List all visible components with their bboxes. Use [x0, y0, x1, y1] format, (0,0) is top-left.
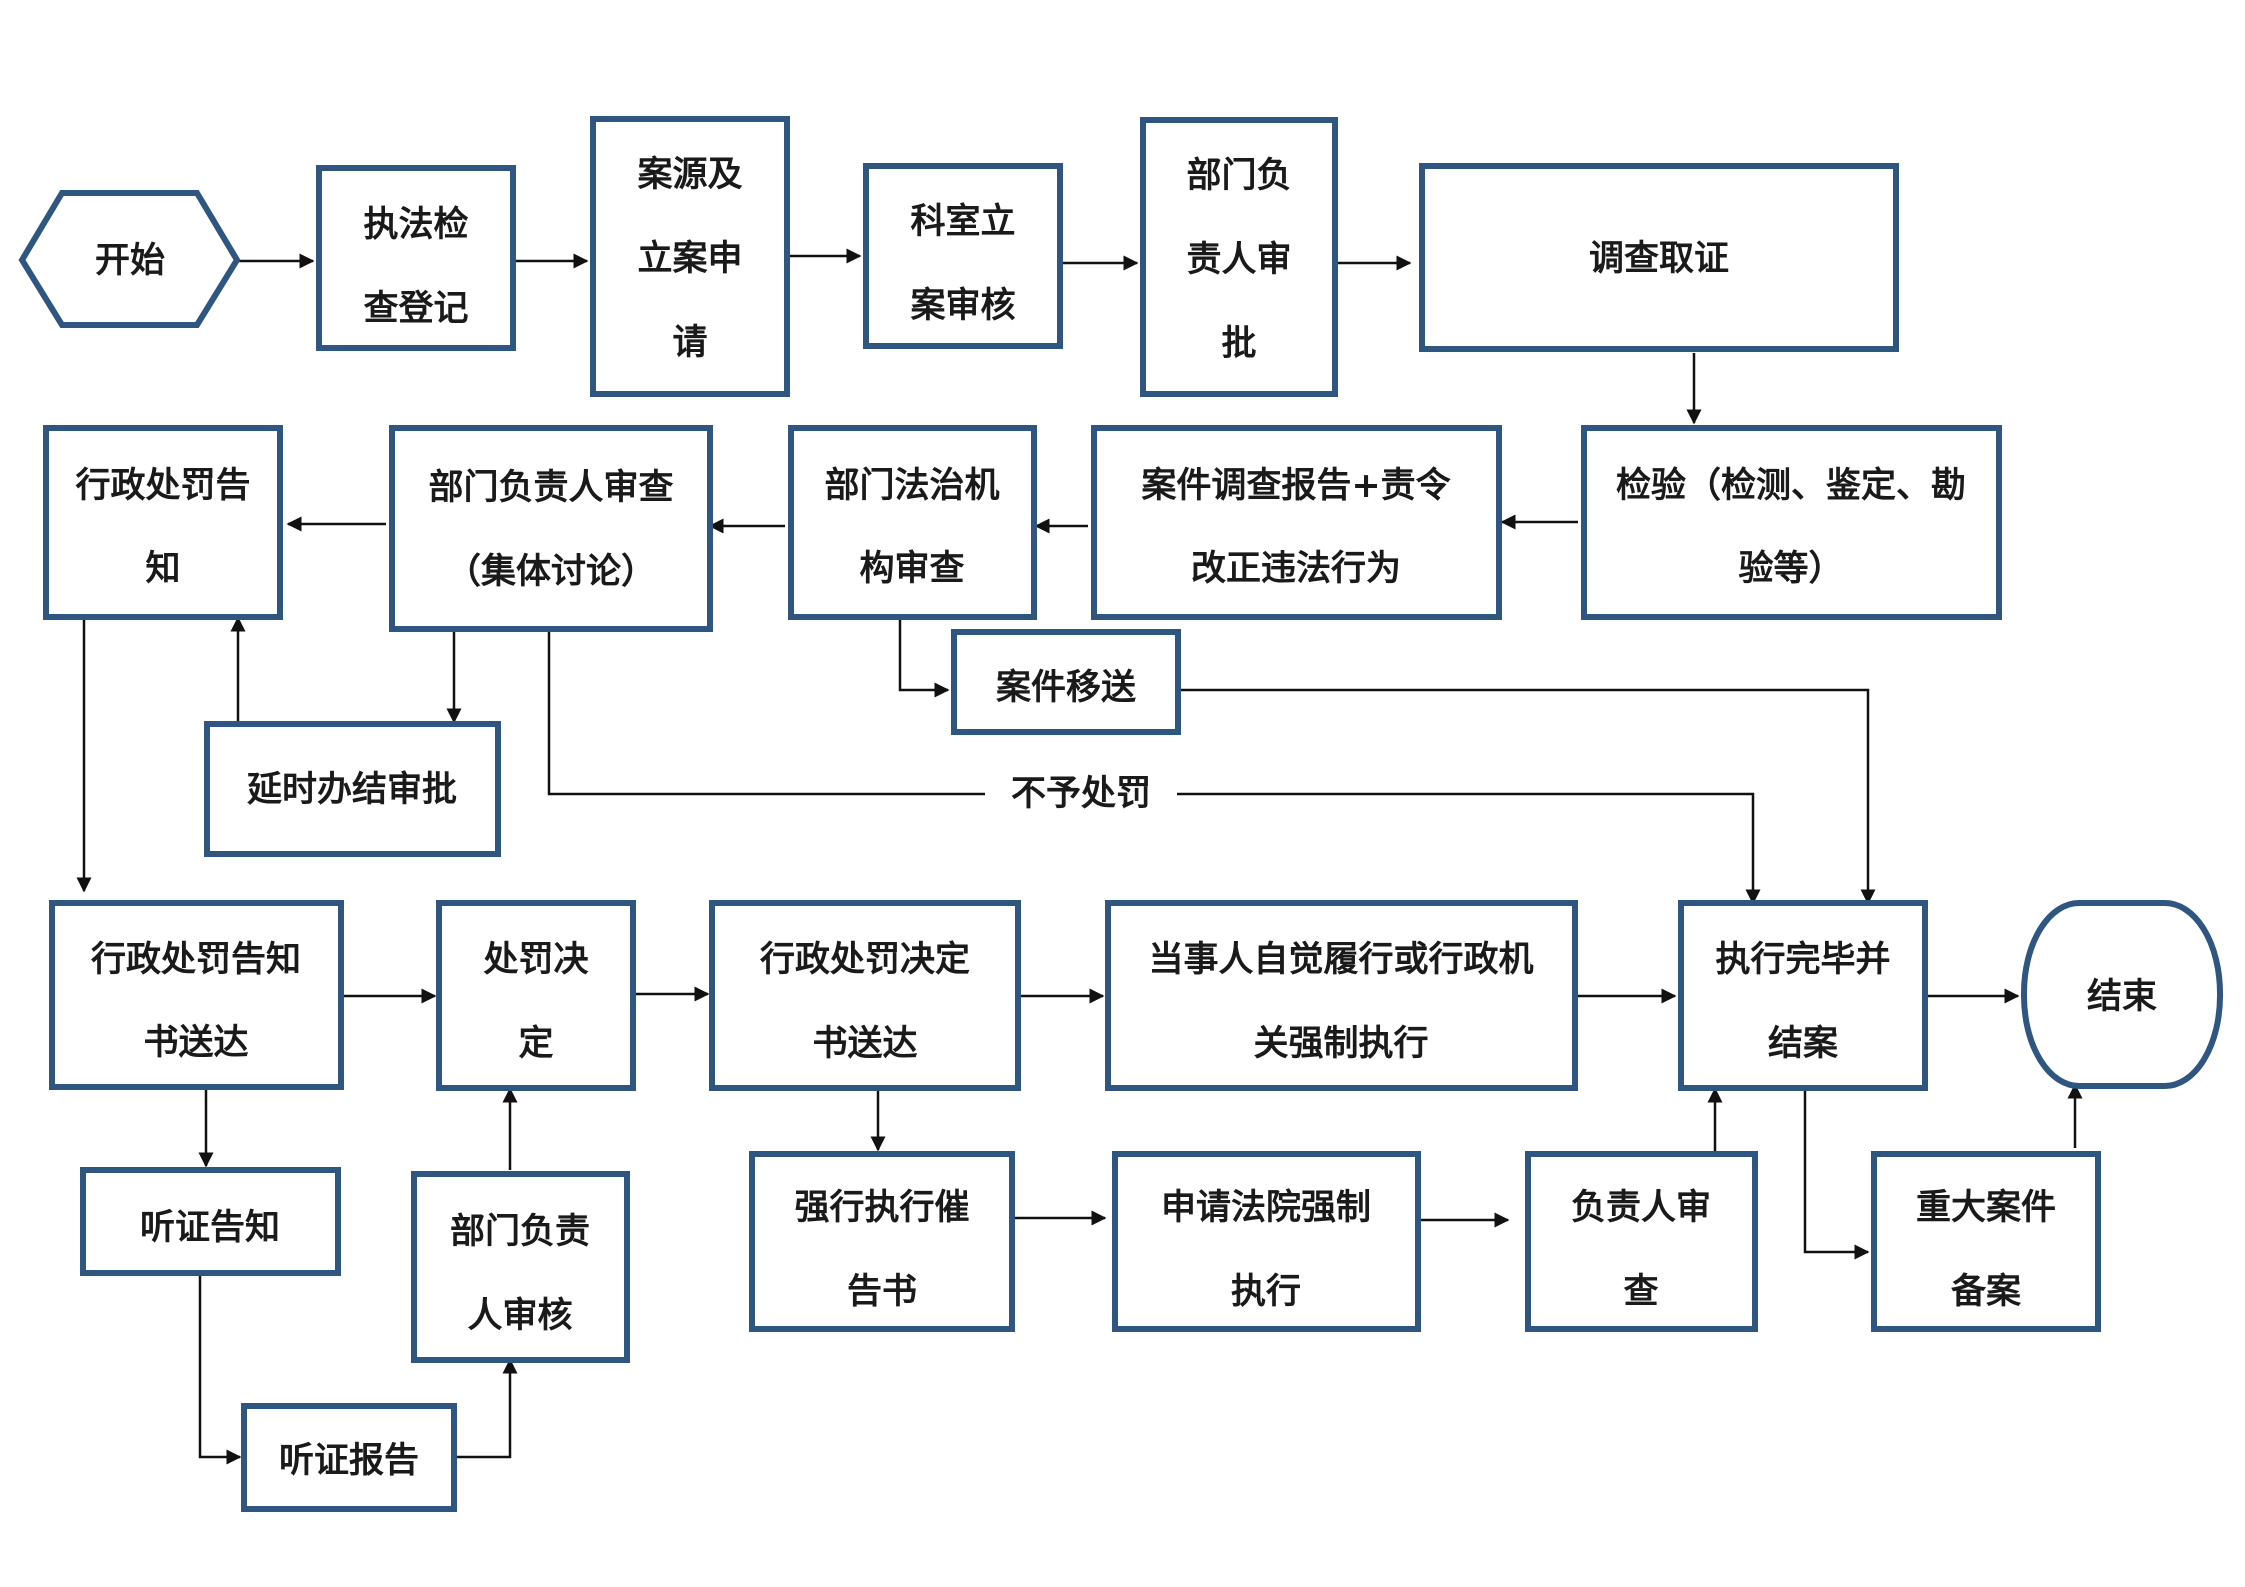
svg-text:部门负责: 部门负责 — [450, 1212, 590, 1252]
arrow-complete-to-major-record — [1803, 1089, 1870, 1260]
svg-text:查登记: 查登记 — [363, 289, 468, 329]
svg-text:案件移送: 案件移送 — [996, 668, 1136, 708]
svg-text:听证告知: 听证告知 — [140, 1208, 280, 1248]
hearing-report-node: 听证报告 — [241, 1403, 457, 1512]
svg-text:调查取证: 调查取证 — [1589, 239, 1729, 279]
resp-review-node: 负责人审 查 — [1525, 1151, 1758, 1332]
svg-text:改正违法行为: 改正违法行为 — [1191, 549, 1401, 589]
urge-node: 强行执行催 告书 — [749, 1151, 1015, 1332]
arrow-transfer-to-complete — [1178, 688, 1876, 905]
penalty-notice-node: 行政处罚告 知 — [43, 425, 283, 620]
law-check-node: 执法检 查登记 — [316, 165, 516, 351]
end-node: 结束 — [2021, 900, 2223, 1089]
dept-check-node: 部门负责 人审核 — [411, 1171, 630, 1363]
arrow-hearing-notice-to-hearing-report — [198, 1266, 242, 1465]
svg-text:执行完毕并: 执行完毕并 — [1715, 939, 1890, 980]
svg-text:执行: 执行 — [1231, 1272, 1301, 1312]
svg-text:人审核: 人审核 — [467, 1296, 572, 1336]
svg-text:请: 请 — [672, 323, 707, 363]
legal-review-node: 部门法治机 构审查 — [788, 425, 1037, 620]
court-node: 申请法院强制 执行 — [1112, 1151, 1421, 1332]
start-label: 开始 — [95, 241, 165, 281]
svg-text:批: 批 — [1221, 324, 1256, 364]
svg-text:案源及: 案源及 — [637, 155, 742, 195]
svg-text:处罚决: 处罚决 — [483, 940, 588, 980]
svg-text:申请法院强制: 申请法院强制 — [1161, 1188, 1371, 1228]
line-collective-no-penalty-left — [547, 630, 985, 796]
svg-text:行政处罚告: 行政处罚告 — [75, 466, 250, 506]
svg-text:案审核: 案审核 — [910, 286, 1015, 326]
major-record-node: 重大案件 备案 — [1871, 1151, 2101, 1332]
end-label: 结束 — [2087, 977, 2157, 1017]
svg-text:责人审: 责人审 — [1186, 240, 1291, 280]
inspect-node: 检验（检测、鉴定、勘 验等） — [1581, 425, 2002, 620]
svg-text:行政处罚决定: 行政处罚决定 — [760, 940, 970, 980]
svg-text:验等）: 验等） — [1738, 549, 1843, 589]
svg-text:重大案件: 重大案件 — [1916, 1188, 2056, 1228]
connectors — [76, 248, 2083, 1465]
collective-review-node: 部门负责人审查 （集体讨论） — [389, 425, 713, 632]
svg-text:（集体讨论）: （集体讨论） — [446, 552, 656, 592]
svg-text:告书: 告书 — [847, 1272, 917, 1312]
start-node: 开始 — [18, 190, 241, 328]
case-transfer-node: 案件移送 — [951, 629, 1181, 735]
decision-node: 处罚决 定 — [436, 900, 636, 1091]
svg-text:构审查: 构审查 — [859, 549, 964, 589]
end-shape — [2021, 900, 2223, 1089]
svg-text:案件调查报告+责令: 案件调查报告+责令 — [1141, 466, 1451, 506]
svg-text:部门负: 部门负 — [1186, 156, 1291, 196]
svg-text:强行执行催: 强行执行催 — [794, 1188, 969, 1228]
svg-text:部门法治机: 部门法治机 — [824, 466, 999, 506]
svg-text:执法检: 执法检 — [363, 205, 468, 245]
section-review-node: 科室立 案审核 — [863, 163, 1063, 349]
complete-node: 执行完毕并 结案 — [1678, 900, 1928, 1091]
execute-node: 当事人自觉履行或行政机 关强制执行 — [1105, 900, 1578, 1091]
start-shape — [18, 190, 241, 328]
dept-approve-node: 部门负 责人审 批 — [1140, 117, 1338, 397]
investigate-node: 调查取证 — [1419, 163, 1899, 352]
svg-text:负责人审: 负责人审 — [1571, 1188, 1711, 1228]
svg-text:关强制执行: 关强制执行 — [1253, 1024, 1428, 1064]
case-source-node: 案源及 立案申 请 — [590, 116, 790, 397]
svg-text:定: 定 — [518, 1024, 553, 1064]
svg-text:结案: 结案 — [1768, 1024, 1839, 1064]
svg-text:科室立: 科室立 — [910, 201, 1015, 242]
svg-text:立案申: 立案申 — [637, 239, 742, 279]
hearing-notice-node: 听证告知 — [80, 1167, 341, 1276]
decision-deliver-node: 行政处罚决定 书送达 — [709, 900, 1021, 1091]
notice-deliver-node: 行政处罚告知 书送达 — [49, 900, 344, 1090]
arrow-legal-review-to-transfer — [848, 616, 950, 698]
svg-text:查: 查 — [1623, 1272, 1658, 1312]
svg-text:知: 知 — [145, 549, 180, 589]
arrow-hearing-report-to-dept-check — [454, 1358, 518, 1459]
no-penalty-label: 不予处罚 — [1011, 774, 1151, 814]
svg-text:书送达: 书送达 — [812, 1024, 917, 1064]
svg-text:延时办结审批: 延时办结审批 — [247, 770, 457, 810]
svg-text:书送达: 书送达 — [143, 1023, 248, 1063]
svg-text:听证报告: 听证报告 — [279, 1441, 419, 1481]
svg-text:部门负责人审查: 部门负责人审查 — [428, 468, 673, 508]
report-node: 案件调查报告+责令 改正违法行为 — [1091, 425, 1502, 620]
svg-text:备案: 备案 — [1951, 1272, 2022, 1312]
delay-approval-node: 延时办结审批 — [204, 721, 501, 857]
arrow-no-penalty-to-complete — [1177, 792, 1761, 905]
svg-text:检验（检测、鉴定、勘: 检验（检测、鉴定、勘 — [1616, 466, 1966, 506]
svg-text:行政处罚告知: 行政处罚告知 — [91, 940, 301, 980]
svg-text:当事人自觉履行或行政机: 当事人自觉履行或行政机 — [1148, 940, 1533, 980]
